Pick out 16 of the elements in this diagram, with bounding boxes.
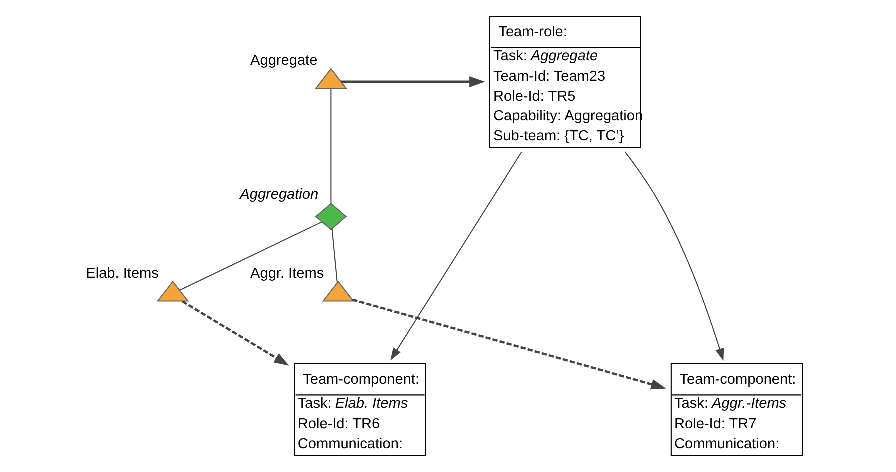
arrow: [340, 76, 485, 88]
arrow: [624, 152, 724, 362]
node-triangle: [156, 280, 189, 302]
node-label: Aggregate: [250, 53, 318, 70]
arrow: [352, 298, 666, 390]
connector: [331, 228, 338, 284]
node-triangle: [322, 280, 354, 302]
node-diamond: [314, 203, 347, 230]
connector: [179, 222, 322, 291]
node-label: Aggr. Items: [250, 266, 324, 282]
node-label: Aggregation: [240, 186, 318, 203]
arrow: [390, 152, 522, 361]
node-label: Elab. Items: [86, 266, 158, 282]
connector: [330, 88, 332, 204]
node-triangle: [314, 68, 347, 90]
arrow: [181, 300, 289, 366]
